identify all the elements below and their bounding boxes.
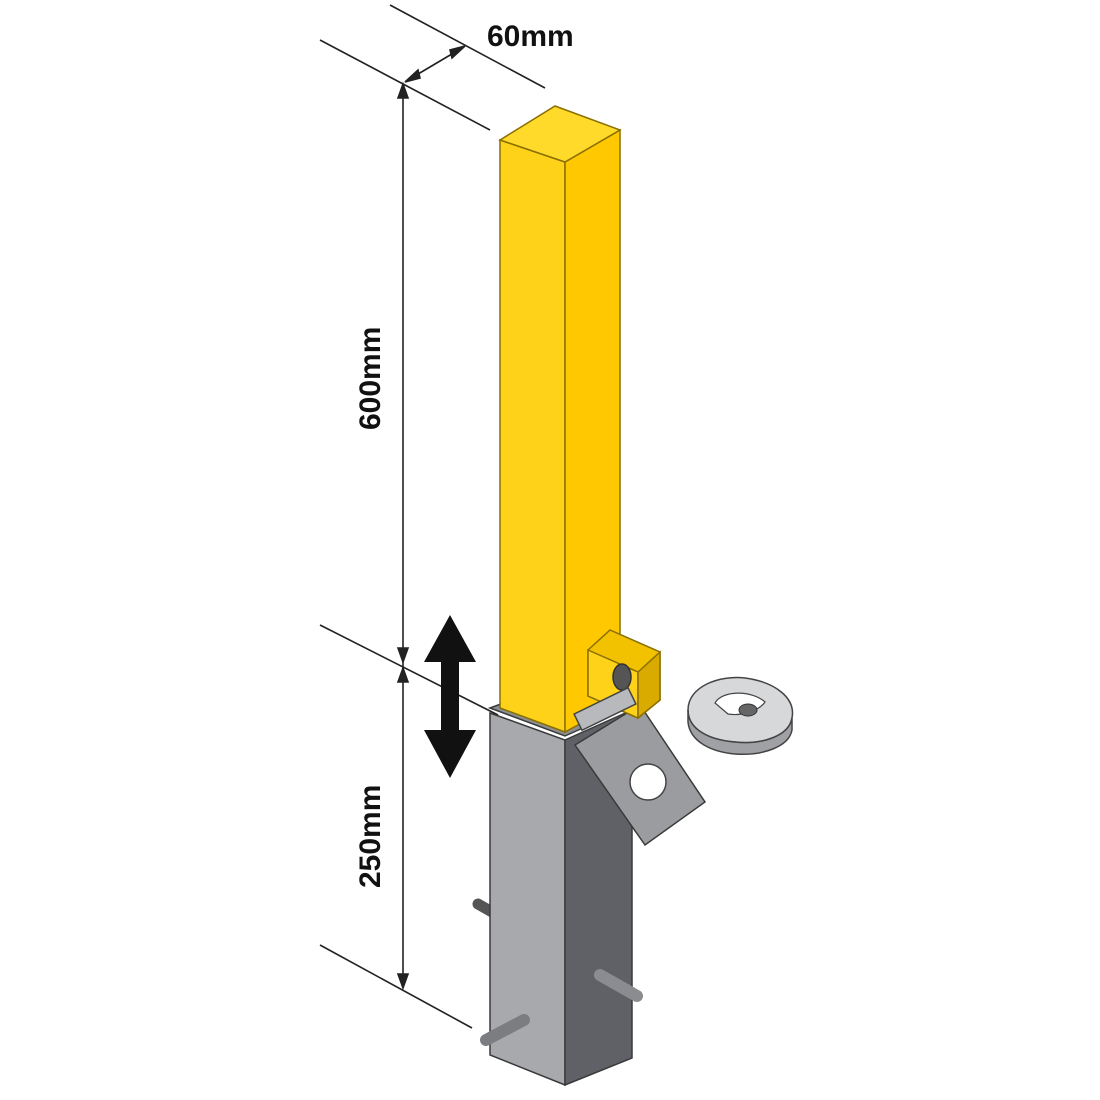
width-label: 60mm (487, 20, 574, 53)
yellow-post (498, 105, 661, 734)
base-label: 250mm (354, 785, 387, 888)
lock-bracket-hole (629, 763, 667, 801)
anchor-pin-right (594, 969, 643, 1002)
height-arrow-top (396, 81, 410, 99)
width-extension-line-left (319, 39, 491, 131)
width-extension-line-right (389, 4, 546, 89)
width-arrow-left (404, 68, 421, 83)
post-top-face (498, 105, 622, 163)
padlock-icon (687, 676, 794, 756)
height-arrow-mid-down (396, 665, 410, 683)
dimension-lines (319, 4, 546, 1029)
up-down-arrow-icon (424, 615, 476, 778)
height-arrow-mid-up (396, 647, 410, 665)
base-arrow-bottom (396, 973, 410, 991)
width-arrow-right (449, 45, 466, 60)
mid-extension-line (319, 624, 499, 716)
hinge (573, 686, 637, 732)
anchor-pin-front (480, 1014, 530, 1046)
bottom-extension-line (319, 944, 473, 1029)
ground-sleeve (472, 682, 707, 1087)
post-front-face (499, 138, 566, 734)
height-label: 600mm (354, 327, 387, 430)
